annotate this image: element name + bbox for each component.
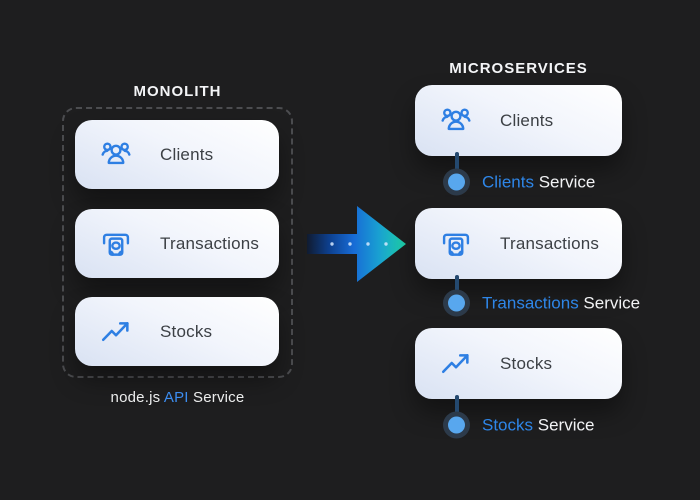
service-label: Clients Service [482,172,595,192]
card-label: Stocks [500,353,553,373]
caption-prefix: node.js [110,389,164,406]
monolith-container [62,107,293,378]
service-suffix: Service [578,293,641,312]
users-icon [439,104,473,138]
users-icon [99,138,133,172]
caption-highlight: API [163,389,189,406]
trending-up-icon [439,347,473,381]
transition-arrow-icon [300,200,410,290]
service-name: Stocks [482,415,534,434]
monolith-title: MONOLITH [133,83,222,100]
connector-stem [455,395,459,425]
service-suffix: Service [533,415,595,434]
connector-stem [455,275,459,303]
monolith-caption: node.js API Service [62,389,293,406]
monolith-card-stocks: Stocks [75,297,279,366]
card-label: Transactions [160,233,260,253]
card-label: Stocks [160,321,213,341]
microservice-card-transactions: Transactions [415,208,622,279]
connector-stem [455,152,459,182]
service-node-transactions: Transactions Service [443,289,640,317]
microservices-title: MICROSERVICES [449,60,588,77]
card-label: Clients [500,110,554,130]
monolith-card-transactions: Transactions [75,209,279,278]
service-suffix: Service [533,172,596,191]
service-label: Transactions Service [482,293,640,313]
card-label: Transactions [500,233,600,253]
trending-up-icon [99,315,133,349]
card-label: Clients [160,144,214,164]
microservice-card-clients: Clients [415,85,622,156]
atm-icon [99,227,133,261]
microservice-card-stocks: Stocks [415,328,622,399]
service-node-clients: Clients Service [443,168,595,196]
service-name: Transactions [482,293,579,312]
service-dot-icon [443,168,470,196]
service-dot-icon [443,411,470,439]
service-node-stocks: Stocks Service [443,411,594,439]
caption-suffix: Service [188,389,245,406]
service-dot-icon [443,289,470,317]
atm-icon [439,227,473,261]
monolith-card-clients: Clients [75,120,279,189]
service-name: Clients [482,172,534,191]
service-label: Stocks Service [482,415,594,435]
